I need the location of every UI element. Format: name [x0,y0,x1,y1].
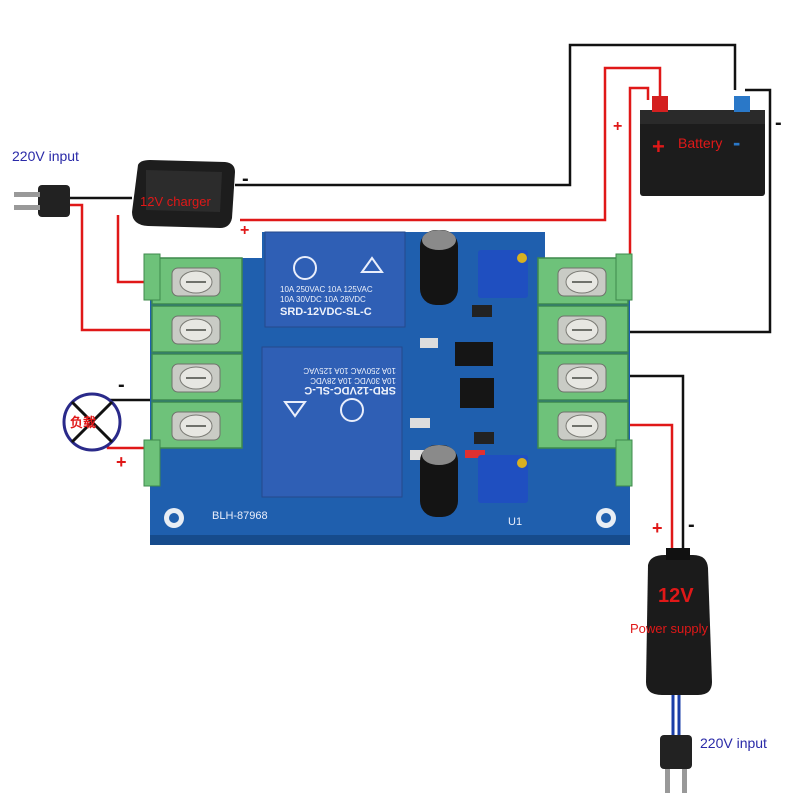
wire-plug-red-to-terminal [70,203,170,332]
relay-top-line: 10A 30VDC 10A 28VDC [280,295,366,304]
right-terminal-block [537,253,633,487]
smd-component [474,432,494,444]
relay-bottom-model: SRD-12VDC-SL-C [304,384,396,396]
relay-bottom-line: 10A 250VAC 10A 125VAC [303,366,396,375]
battery-minus-label: - [733,130,741,155]
screw-terminal [151,353,243,401]
ic-chip [460,378,494,408]
load-label: 负载 [70,415,97,430]
relay-bottom-text: SRD-12VDC-SL-C 10A 30VDC 10A 28VDC 10A 2… [303,365,396,396]
battery-label: Battery [678,135,723,151]
relay-bottom-line: 10A 30VDC 10A 28VDC [310,376,396,385]
screw-terminal [537,257,629,305]
left-terminal-block [143,253,243,487]
potentiometer [478,455,528,503]
screw-terminal [151,257,243,305]
charger-plus-sign: + [240,222,250,239]
led [465,450,485,458]
wire-charger-plus-to-battery [240,66,662,222]
smd-resistor [410,450,430,460]
left-power-plug-icon [14,185,70,217]
charger-minus-sign: - [242,168,249,190]
screw-terminal [151,305,243,353]
terminal-flap [615,439,633,487]
terminal-flap [143,253,161,301]
power-supply-icon [646,548,712,695]
battery-icon [640,96,765,196]
battery-side-minus-sign: - [775,112,782,134]
relay-top [264,231,406,328]
load-plus-sign: + [116,452,127,472]
wire-charger-minus-to-battery [235,43,737,187]
load-icon [62,392,122,452]
smd-resistor [410,418,430,428]
u1-label: U1 [508,516,523,528]
smd-component [472,305,492,317]
battery-positive-terminal [652,96,668,112]
psu-name-label: Power supply [630,621,709,636]
terminal-flap [615,253,633,301]
wire-battery-minus-to-terminal [590,88,772,334]
screw-terminal [537,401,629,449]
relay-top-model: SRD-12VDC-SL-C [280,306,372,318]
screw-terminal [537,305,629,353]
psu-plus-sign: + [652,518,663,538]
load-minus-sign: - [118,374,125,396]
right-power-plug-icon [660,735,692,793]
battery-negative-terminal [734,96,750,112]
screw-terminal [537,353,629,401]
relay-bottom [261,346,403,498]
left-220v-input-label: 220V input [12,148,79,164]
psu-minus-sign: - [688,514,695,536]
capacitor [420,230,458,305]
screw-terminal [151,401,243,449]
right-220v-input-label: 220V input [700,735,767,751]
charger-icon [132,160,235,228]
transistor-chip [455,342,493,366]
battery-side-plus-sign: + [613,118,623,135]
psu-voltage-label: 12V [658,585,694,607]
potentiometer [478,250,528,298]
terminal-flap [143,439,161,487]
board-model-label: BLH-87968 [212,510,268,522]
smd-resistor [420,338,438,348]
relay-top-text: 10A 250VAC 10A 125VAC 10A 30VDC 10A 28VD… [280,285,373,318]
charger-label: 12V charger [140,194,211,209]
battery-plus-label: + [652,134,665,159]
relay-top-line: 10A 250VAC 10A 125VAC [280,285,373,294]
